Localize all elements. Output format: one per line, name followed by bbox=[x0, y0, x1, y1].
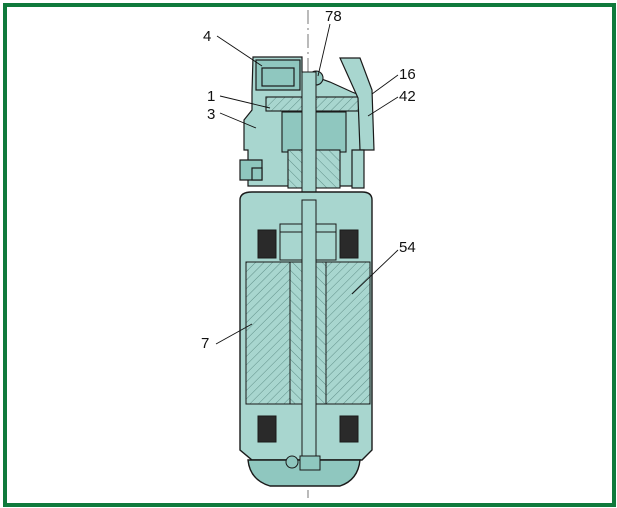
callout-54: 54 bbox=[399, 239, 416, 256]
rotor bbox=[289, 199, 327, 471]
outlet-pipe bbox=[339, 57, 375, 189]
leader-lines bbox=[215, 23, 399, 345]
shaft-upper bbox=[301, 71, 317, 203]
callout-78: 78 bbox=[325, 8, 342, 25]
callout-16: 16 bbox=[399, 66, 416, 83]
stator bbox=[245, 261, 371, 405]
lower-winding bbox=[257, 415, 359, 471]
callout-1: 1 bbox=[207, 88, 215, 105]
callout-7: 7 bbox=[201, 335, 209, 352]
callout-4: 4 bbox=[203, 28, 211, 45]
callout-42: 42 bbox=[399, 88, 416, 105]
callout-3: 3 bbox=[207, 106, 215, 123]
